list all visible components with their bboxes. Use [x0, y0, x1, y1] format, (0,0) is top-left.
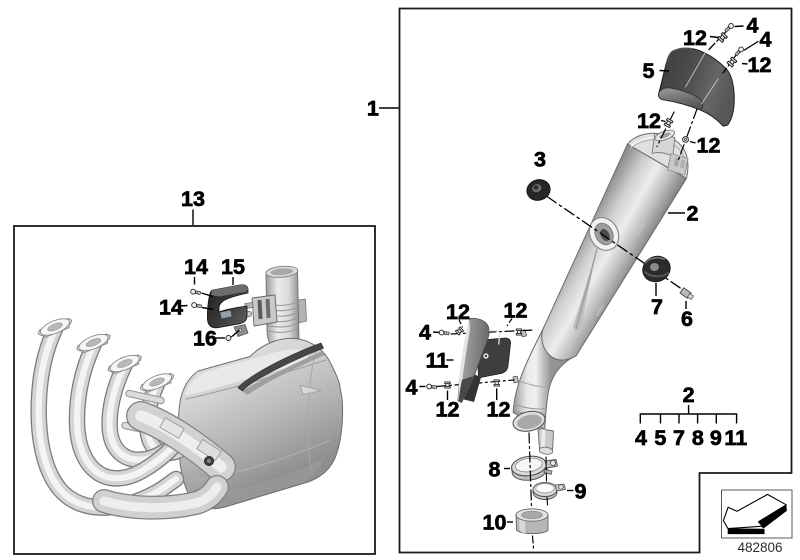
svg-text:4: 4 [760, 28, 772, 52]
svg-text:4: 4 [635, 426, 647, 450]
svg-text:13: 13 [181, 187, 205, 211]
svg-text:12: 12 [446, 300, 470, 324]
svg-text:11: 11 [426, 349, 449, 373]
svg-text:7: 7 [651, 295, 663, 319]
svg-text:1: 1 [367, 97, 379, 121]
svg-text:12: 12 [748, 53, 772, 77]
svg-text:2: 2 [683, 383, 695, 407]
svg-text:4: 4 [747, 14, 759, 38]
svg-text:8: 8 [489, 457, 501, 481]
svg-text:12: 12 [436, 398, 460, 422]
svg-text:15: 15 [221, 255, 245, 279]
svg-text:3: 3 [534, 148, 546, 172]
svg-text:12: 12 [683, 26, 707, 50]
svg-text:6: 6 [681, 307, 693, 331]
svg-text:9: 9 [710, 426, 722, 450]
svg-text:9: 9 [575, 479, 587, 503]
svg-text:5: 5 [654, 426, 666, 450]
svg-text:12: 12 [504, 299, 528, 323]
svg-text:14: 14 [184, 255, 208, 279]
svg-text:16: 16 [193, 327, 217, 351]
svg-text:12: 12 [697, 134, 721, 158]
svg-text:5: 5 [643, 59, 655, 83]
svg-text:7: 7 [673, 426, 685, 450]
svg-text:10: 10 [483, 511, 507, 535]
svg-text:11: 11 [724, 426, 747, 450]
svg-text:482806: 482806 [737, 540, 782, 555]
svg-text:14: 14 [159, 296, 183, 320]
svg-text:8: 8 [692, 426, 704, 450]
svg-text:2: 2 [687, 202, 699, 226]
svg-text:12: 12 [487, 398, 511, 422]
svg-text:4: 4 [419, 321, 431, 345]
svg-text:12: 12 [637, 109, 661, 133]
svg-text:4: 4 [406, 375, 418, 399]
